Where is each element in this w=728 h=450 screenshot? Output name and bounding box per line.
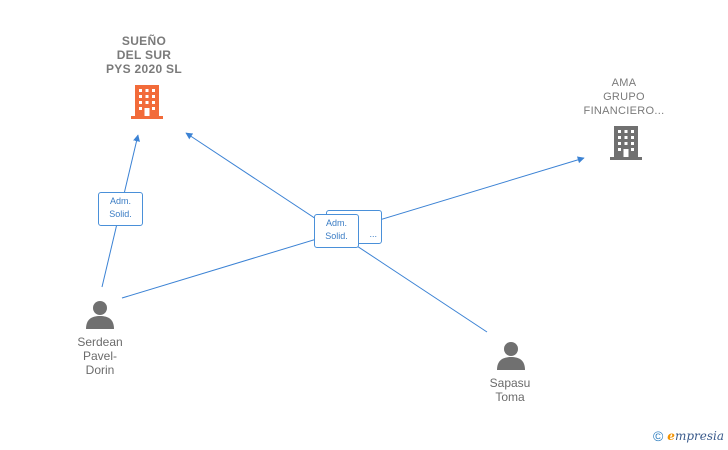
company-node-ama[interactable]: AMA GRUPO FINANCIERO... <box>569 76 679 118</box>
person-icon <box>497 342 525 370</box>
edge-label-role[interactable]: Adm. Solid. <box>98 192 143 226</box>
company-name: AMA GRUPO FINANCIERO... <box>583 77 665 117</box>
company-name: SUEÑO DEL SUR PYS 2020 SL <box>105 34 182 76</box>
brand-logo: empresia <box>667 429 724 443</box>
person-name: Sapasu Toma <box>489 376 531 404</box>
building-icon <box>131 85 163 119</box>
person-node-serdean[interactable]: Serdean Pavel- Dorin <box>58 335 142 377</box>
edge-label-role[interactable]: Adm. Solid. <box>314 214 359 248</box>
brand-name: mpresia <box>674 429 724 443</box>
person-name: Serdean Pavel- Dorin <box>77 335 123 377</box>
person-node-sapasu[interactable]: Sapasu Toma <box>468 376 552 404</box>
person-icon <box>86 301 114 329</box>
company-node-sueno[interactable]: SUEÑO DEL SUR PYS 2020 SL <box>94 34 194 76</box>
brand-initial: e <box>667 429 675 443</box>
copyright-icon: © <box>652 428 664 444</box>
building-icon <box>610 126 642 160</box>
brand-watermark: © empresia <box>653 428 724 444</box>
